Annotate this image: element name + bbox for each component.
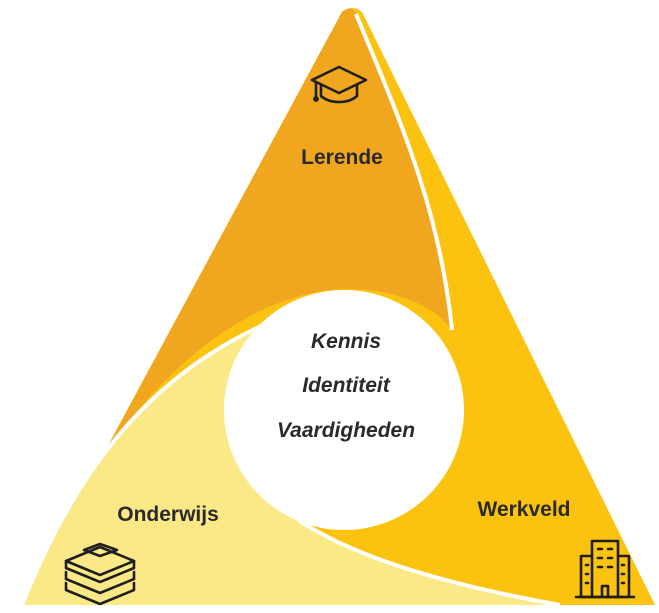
- center-word-vaardigheden: Vaardigheden: [277, 419, 415, 442]
- center-word-identiteit: Identiteit: [302, 374, 391, 397]
- center-word-kennis: Kennis: [311, 330, 381, 353]
- separator-line-bottom: [296, 518, 561, 607]
- center-circle: [224, 290, 464, 530]
- separator-line-left: [20, 308, 301, 606]
- label-werkveld: Werkveld: [478, 498, 571, 521]
- label-onderwijs: Onderwijs: [117, 503, 219, 526]
- label-lerende: Lerende: [301, 146, 383, 169]
- graduation-cap-icon: [310, 65, 368, 104]
- segment-lerende: [22, 8, 452, 605]
- book-stack-icon: [64, 542, 136, 606]
- separator-line-right: [354, 13, 454, 331]
- office-building-icon: [574, 539, 636, 599]
- segment-onderwijs: [22, 310, 560, 605]
